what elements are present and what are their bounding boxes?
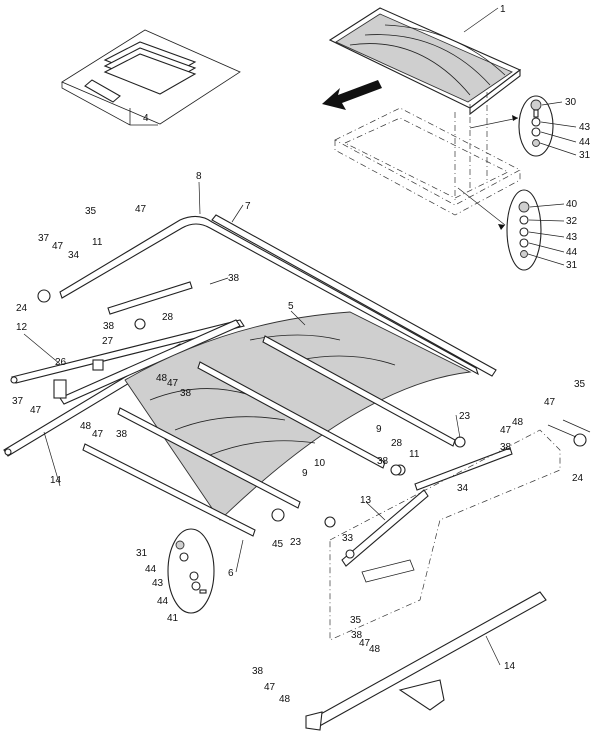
front-arm (107, 281, 193, 315)
callout-26: 26 (55, 357, 67, 368)
right-arm-13 (341, 489, 429, 567)
right-bracket-outline (329, 429, 561, 641)
callout-47: 47 (544, 397, 556, 408)
hardware-detail-oval-upper (469, 95, 554, 157)
callout-31: 31 (579, 150, 591, 161)
callout-37: 37 (38, 233, 50, 244)
cross-tubes (82, 335, 466, 537)
callout-48: 48 (80, 421, 92, 432)
callout-40: 40 (566, 199, 578, 210)
callout-38: 38 (180, 388, 192, 399)
callout-44: 44 (579, 137, 591, 148)
side-rail-left-upper (10, 319, 245, 384)
callout-24: 24 (16, 303, 28, 314)
callout-47: 47 (30, 405, 42, 416)
canopy-top-cover (328, 7, 522, 116)
callout-47: 47 (264, 682, 276, 693)
callout-14: 14 (50, 475, 62, 486)
callout-37: 37 (12, 396, 24, 407)
callout-10: 10 (314, 458, 326, 469)
callout-9: 9 (376, 424, 382, 435)
callout-48: 48 (512, 417, 524, 428)
callout-5: 5 (288, 301, 294, 312)
callout-12: 12 (16, 322, 28, 333)
callout-31: 31 (566, 260, 578, 271)
canopy-frame-outline (334, 92, 521, 216)
callout-23: 23 (459, 411, 471, 422)
callout-8: 8 (196, 171, 202, 182)
callout-43: 43 (566, 232, 578, 243)
callout-14: 14 (504, 661, 516, 672)
callout-28: 28 (162, 312, 174, 323)
callout-11: 11 (92, 237, 103, 248)
callout-48: 48 (369, 644, 381, 655)
side-rail-right (305, 591, 547, 731)
callout-47: 47 (135, 204, 147, 215)
callout-1: 1 (500, 4, 506, 15)
manual-packet-box (61, 29, 241, 126)
callout-35: 35 (350, 615, 362, 626)
small-hardware (37, 289, 402, 559)
right-hardware-pins (547, 419, 591, 447)
callout-30: 30 (565, 97, 577, 108)
callout-44: 44 (157, 596, 169, 607)
callout-labels: 1 4 30 43 44 31 40 32 43 44 31 8 7 35 47… (12, 4, 591, 705)
callout-31: 31 (136, 548, 148, 559)
callout-47: 47 (167, 378, 179, 389)
callout-13: 13 (360, 495, 372, 506)
callout-38: 38 (500, 442, 512, 453)
callout-35: 35 (574, 379, 586, 390)
callout-32: 32 (566, 216, 578, 227)
callout-45: 45 (272, 539, 284, 550)
callout-7: 7 (245, 201, 251, 212)
forward-arrow-icon (322, 80, 382, 110)
rear-rail (211, 214, 497, 377)
callout-38: 38 (228, 273, 240, 284)
front-bow-tube (59, 215, 479, 376)
callout-41: 41 (167, 613, 179, 624)
callout-38: 38 (103, 321, 115, 332)
callout-38: 38 (377, 456, 389, 467)
callout-47: 47 (359, 638, 371, 649)
callout-35: 35 (85, 206, 97, 217)
leader-lines (23, 7, 577, 666)
callout-47: 47 (500, 425, 512, 436)
callout-11: 11 (409, 449, 420, 460)
callout-27: 27 (102, 336, 114, 347)
callout-43: 43 (152, 578, 164, 589)
callout-33: 33 (342, 533, 354, 544)
hardware-detail-oval-left (167, 528, 215, 614)
hardware-detail-oval-lower (457, 187, 542, 271)
callout-34: 34 (68, 250, 80, 261)
callout-6: 6 (228, 568, 234, 579)
callout-4: 4 (143, 113, 149, 124)
callout-38: 38 (252, 666, 264, 677)
callout-34: 34 (457, 483, 469, 494)
callout-38: 38 (351, 630, 363, 641)
callout-48: 48 (279, 694, 291, 705)
callout-9: 9 (302, 468, 308, 479)
callout-44: 44 (145, 564, 157, 575)
callout-48: 48 (156, 373, 168, 384)
callout-28: 28 (391, 438, 403, 449)
callout-44: 44 (566, 247, 578, 258)
callout-43: 43 (579, 122, 591, 133)
callout-23: 23 (290, 537, 302, 548)
callout-47: 47 (52, 241, 64, 252)
callout-24: 24 (572, 473, 584, 484)
callout-38: 38 (116, 429, 128, 440)
callout-47: 47 (92, 429, 104, 440)
